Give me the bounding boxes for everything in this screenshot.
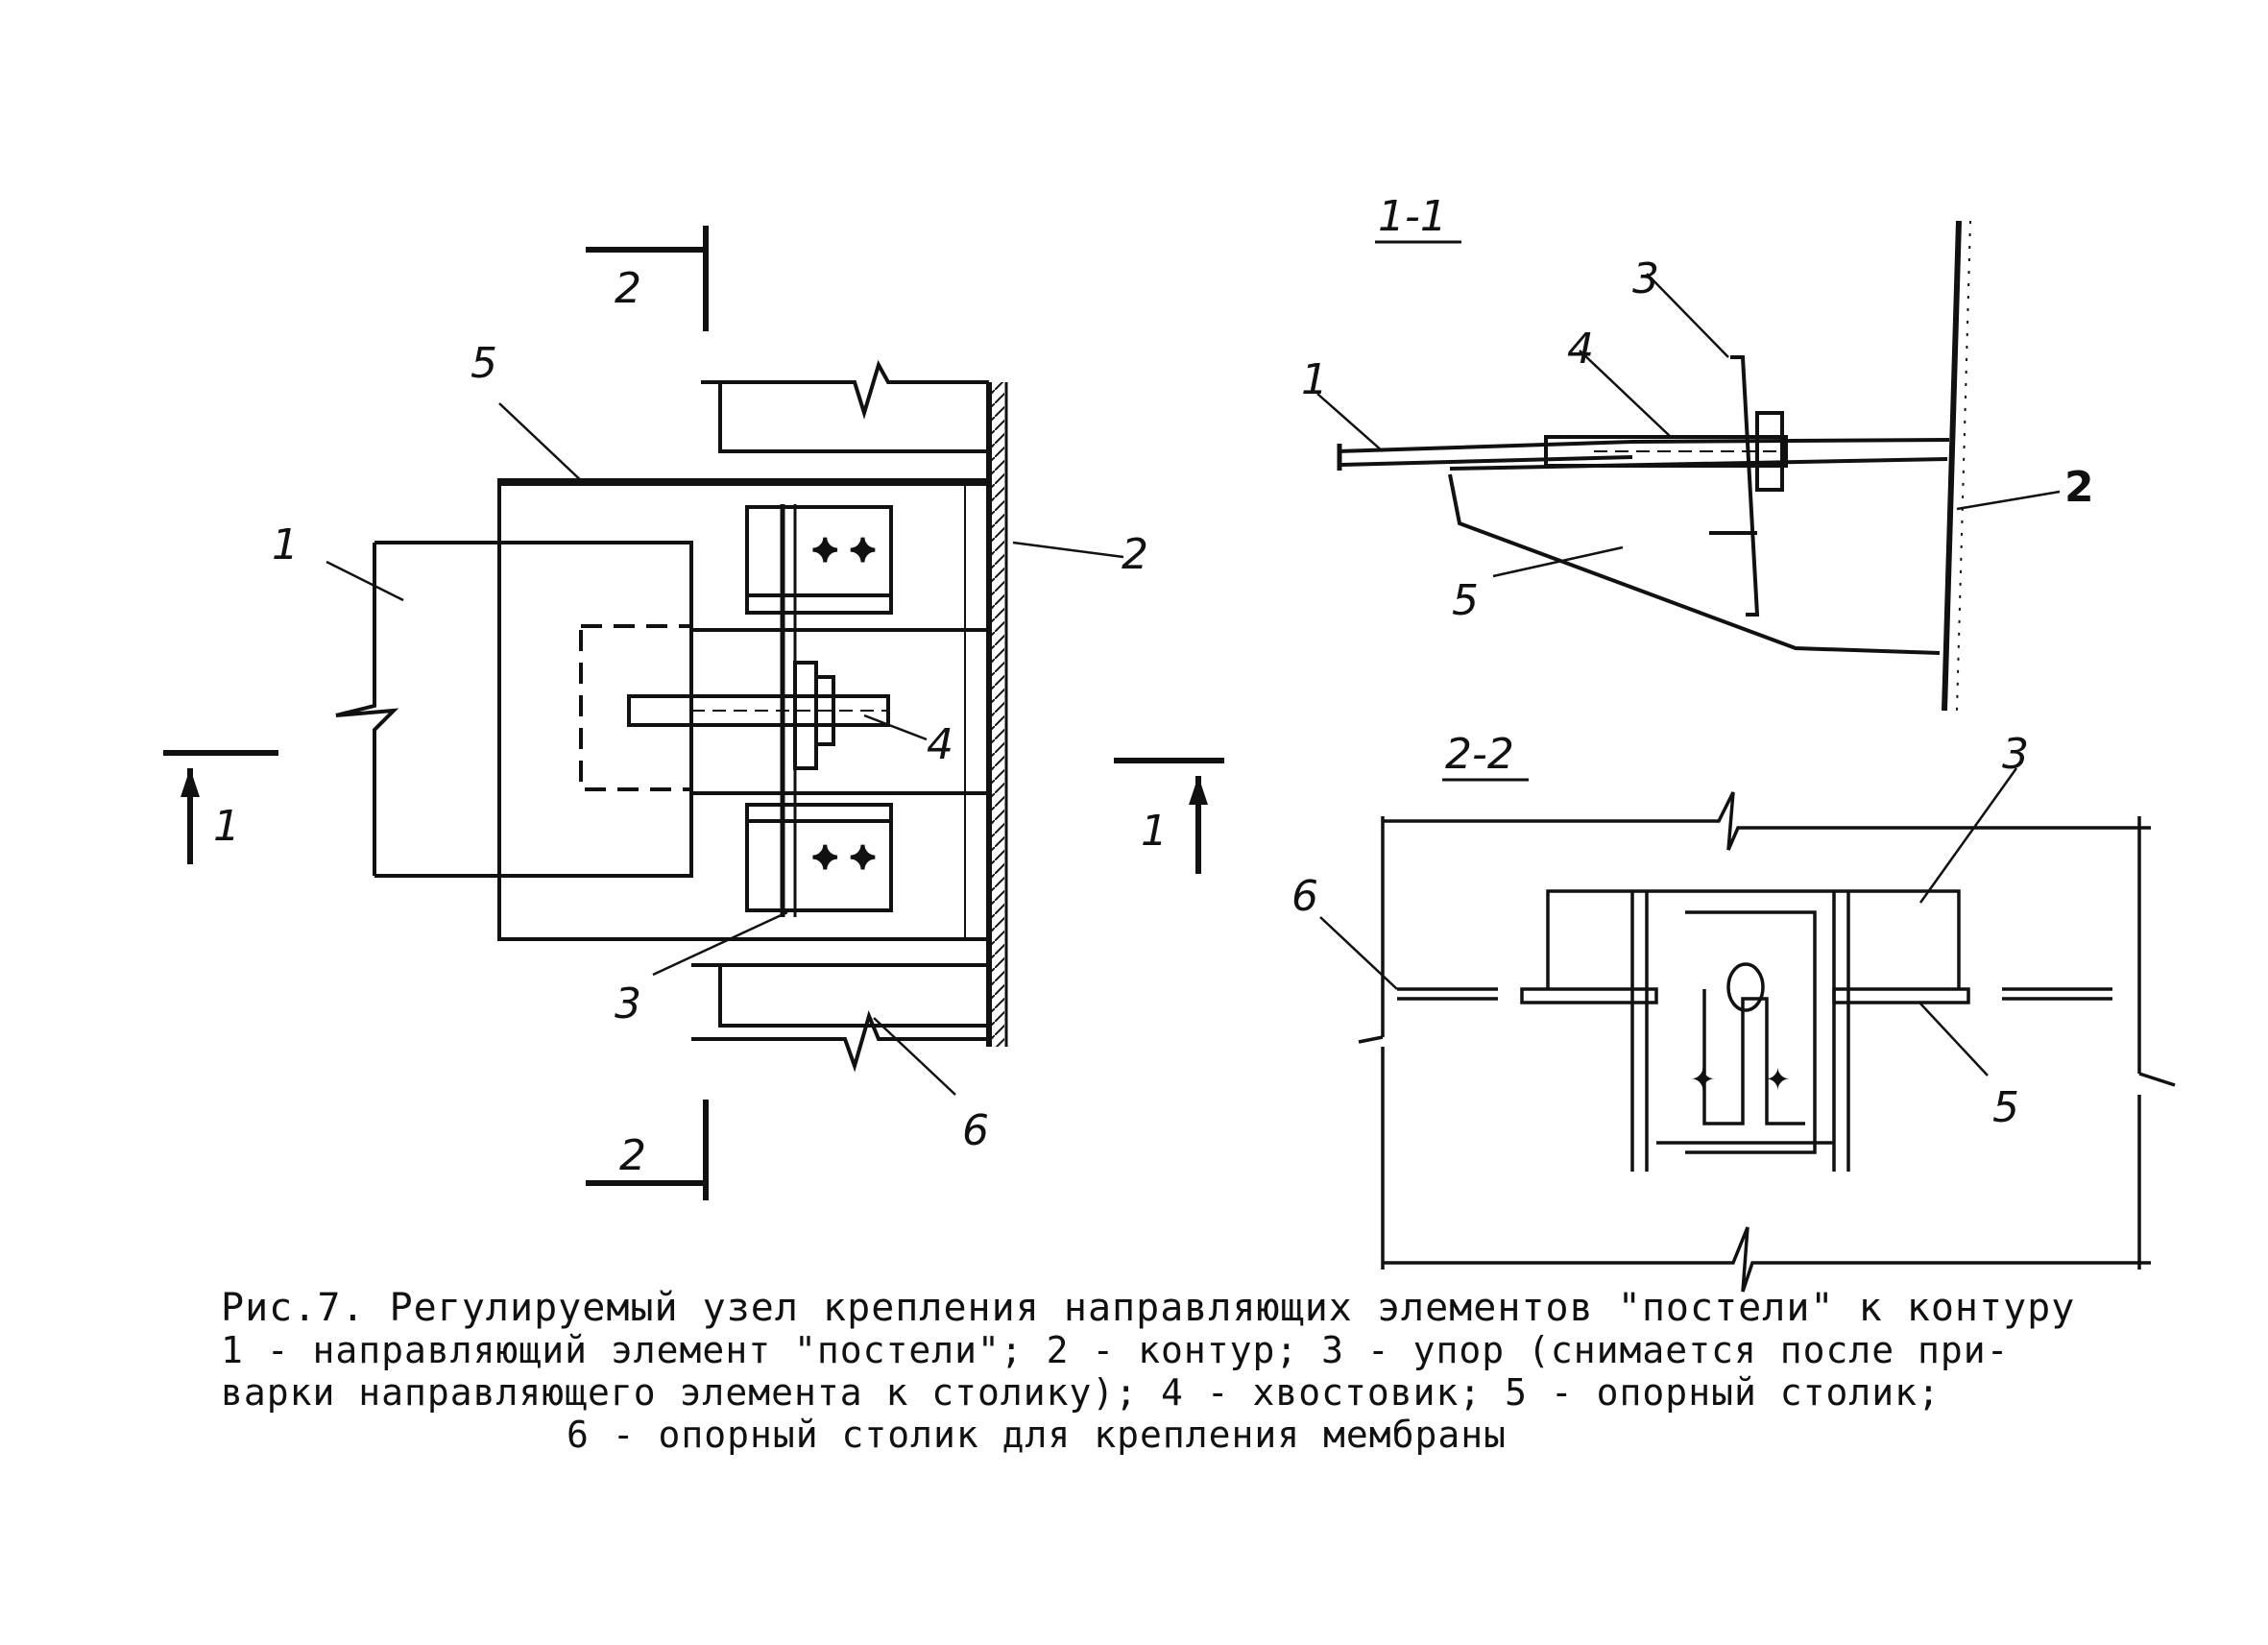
plan-label-3: 3	[615, 980, 641, 1028]
plan-label-4: 4	[927, 720, 953, 769]
section-2-2-title: 2-2	[1445, 730, 1514, 779]
plan-label-6: 6	[962, 1106, 989, 1155]
membrane-table	[691, 359, 989, 1073]
figure-caption: Рис.7. Регулируемый узел крепления напра…	[192, 1287, 2112, 1456]
section-2-2-marks: ✦	[1690, 1061, 1716, 1098]
plan-label-1: 1	[272, 520, 299, 569]
section-2-2-label-3: 3	[2002, 730, 2029, 779]
caption-line-2: варки направляющего элемента к столику);…	[221, 1371, 1941, 1414]
plan-label-2: 2	[1122, 530, 1148, 579]
section-mark-left-1: 1	[213, 802, 240, 851]
support-table	[497, 478, 991, 941]
section-2-2-label-5: 5	[1992, 1083, 2019, 1132]
contour-wall	[986, 382, 1008, 1047]
section-mark-right-1: 1	[1141, 807, 1168, 856]
caption-title: Рис.7. Регулируемый узел крепления напра…	[221, 1286, 2076, 1330]
caption-line-1: 1 - направляющий элемент "постели"; 2 - …	[221, 1329, 2010, 1371]
svg-text:✦ ✦: ✦ ✦	[811, 532, 877, 570]
plan-label-5: 5	[470, 339, 497, 388]
section-2-2-view	[1319, 767, 2176, 1293]
svg-text:✦ ✦: ✦ ✦	[811, 839, 877, 878]
section-2-2-label-6: 6	[1291, 872, 1318, 921]
section-marks	[163, 226, 1224, 1200]
section-1-1-label-1: 1	[1301, 355, 1328, 404]
tail-bolt	[627, 661, 890, 770]
leader-lines	[326, 402, 1124, 1096]
plan-view: ✦ ✦ ✦ ✦	[163, 226, 1224, 1200]
section-1-1-label-4: 4	[1567, 325, 1594, 374]
caption-line-3: 6 - опорный столик для крепления мембран…	[567, 1414, 1507, 1456]
guide-element	[335, 541, 693, 878]
section-1-1-view	[1316, 220, 2061, 712]
section-2-2-marks-2: ✦	[1765, 1061, 1791, 1098]
section-1-1-label-2: 2	[2064, 463, 2094, 512]
section-1-1-label-3: 3	[1632, 254, 1659, 303]
section-1-1-title: 1-1	[1378, 192, 1447, 241]
section-mark-top-2: 2	[615, 264, 641, 313]
section-1-1-label-5: 5	[1452, 576, 1479, 625]
section-mark-bottom-2: 2	[619, 1131, 646, 1180]
